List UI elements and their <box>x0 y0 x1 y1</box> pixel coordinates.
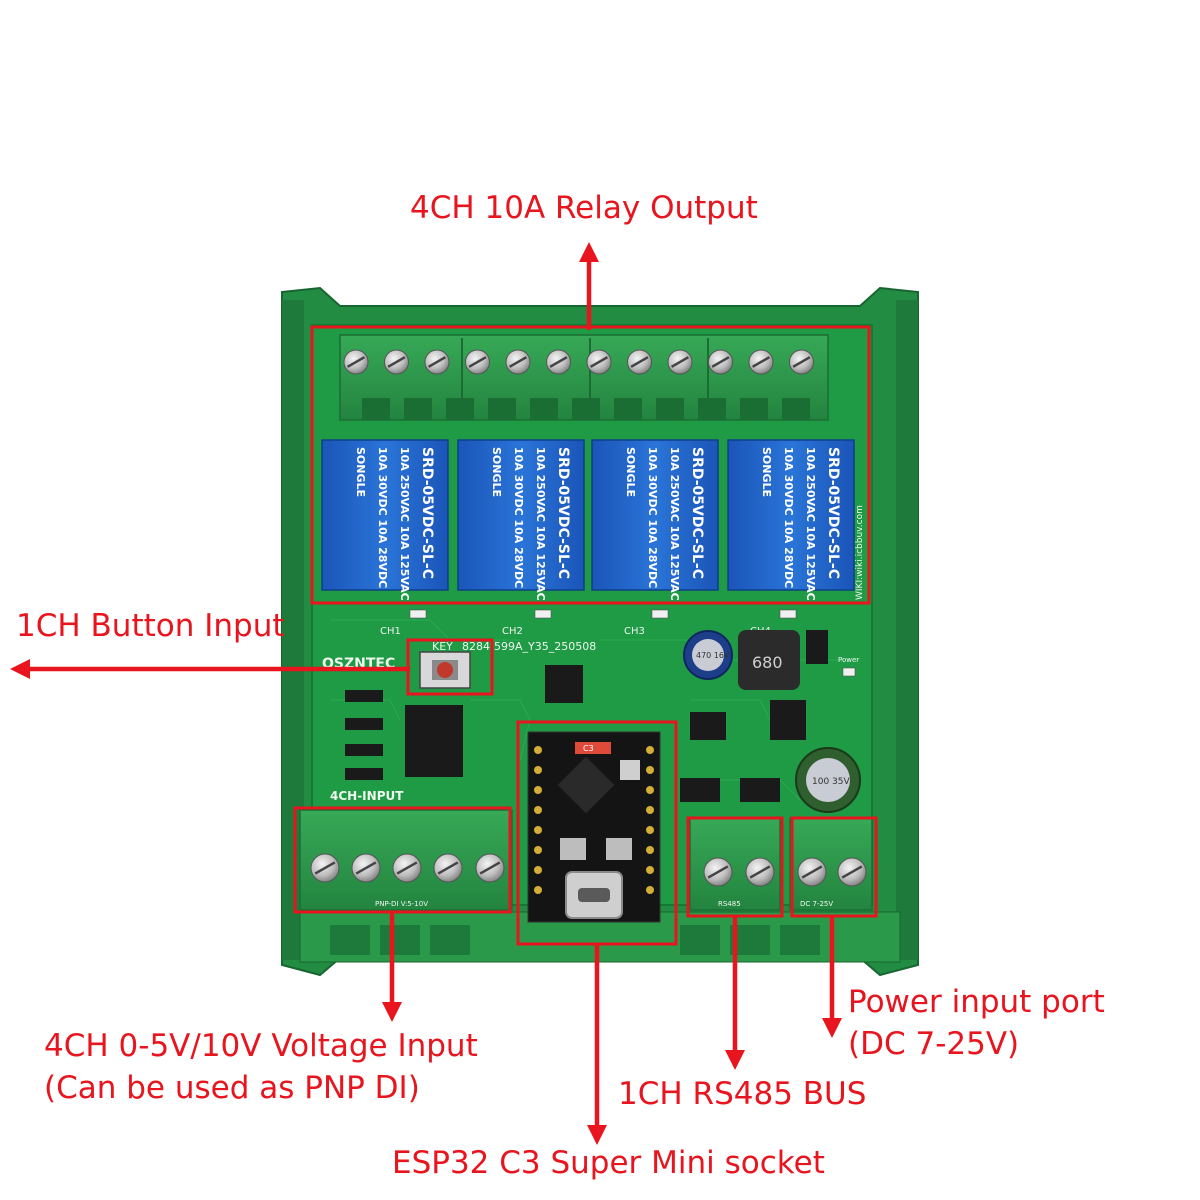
power-screw-1 <box>797 857 827 887</box>
rs485-silk-label: RS485 <box>718 900 741 908</box>
relay-3: SRD-05VDC-SL-C 10A 250VAC 10A 125VAC 10A 3… <box>591 439 719 601</box>
cap-small-value: 470 16V <box>696 651 730 660</box>
ic-chips <box>345 665 806 802</box>
inductor: 680 <box>738 630 828 690</box>
relay-4: SRD-05VDC-SL-C 10A 250VAC 10A 125VAC 10A 3… <box>727 439 855 601</box>
rs485-terminal-block <box>689 817 781 911</box>
power-led-label: Power <box>838 656 859 664</box>
power-input-line1: Power input port <box>848 984 1105 1020</box>
relay-2-marking-3: 10A 30VDC 10A 28VDC <box>512 447 525 588</box>
push-button <box>419 651 471 689</box>
rs485-arrowhead <box>725 1050 745 1070</box>
ch3-label: CH3 <box>624 626 645 637</box>
dc-silk-label: DC 7-25V <box>800 900 833 908</box>
input-screw-5 <box>475 853 505 883</box>
relay-4-marking-3: 10A 30VDC 10A 28VDC <box>782 447 795 588</box>
relay-screw-4 <box>465 349 490 375</box>
input-block-label: 4CH-INPUT <box>330 789 404 803</box>
relay-1-marking-3: 10A 30VDC 10A 28VDC <box>376 447 389 588</box>
button-arrowhead <box>10 659 30 679</box>
relays: SRD-05VDC-SL-C 10A 250VAC 10A 125VAC 10A 3… <box>321 439 865 601</box>
bottom-terminal-screws <box>310 853 867 887</box>
button-input-label: 1CH Button Input <box>16 608 285 644</box>
input-screw-3 <box>392 853 422 883</box>
power-input-label: Power input port (DC 7-25V) <box>848 982 1105 1066</box>
relay-terminal-screws <box>343 349 814 375</box>
relay-screw-8 <box>627 349 652 375</box>
relay-output-label: 4CH 10A Relay Output <box>410 190 758 226</box>
module-label: C3 <box>583 744 594 753</box>
power-input-line2: (DC 7-25V) <box>848 1025 1020 1062</box>
relay-1-marking-4: SONGLE <box>354 447 367 497</box>
wiki-silk: WIKI:wiki.icbbuv.com <box>855 505 865 600</box>
relay-terminal-blocks <box>339 334 829 421</box>
relay-2-marking-4: SONGLE <box>490 447 503 497</box>
esp32-module: C3 <box>527 731 661 923</box>
voltage-arrowhead <box>382 1002 402 1022</box>
input-screw-2 <box>351 853 381 883</box>
esp32-socket-label: ESP32 C3 Super Mini socket <box>392 1145 825 1181</box>
relay-screw-5 <box>505 349 531 375</box>
capacitor-small: 470 16V <box>683 630 733 680</box>
cap-large-value: 100 35V <box>812 777 850 787</box>
relay-1-marking-2: 10A 250VAC 10A 125VAC <box>398 447 411 601</box>
relay-screw-7 <box>586 349 612 375</box>
capacitor-large: 100 35V <box>795 747 861 813</box>
callout-arrows <box>10 242 842 1145</box>
pnp-di-label: PNP-DI V:5-10V <box>375 900 428 908</box>
inductor-value: 680 <box>752 653 783 672</box>
voltage-input-line2: (Can be used as PNP DI) <box>44 1069 420 1106</box>
relay-screw-10 <box>708 349 733 375</box>
relay-screw-3 <box>424 349 450 375</box>
relay-2: SRD-05VDC-SL-C 10A 250VAC 10A 125VAC 10A 3… <box>457 439 585 601</box>
input-screw-1 <box>310 853 340 883</box>
rs485-bus-label: 1CH RS485 BUS <box>618 1076 867 1112</box>
status-leds <box>409 609 856 677</box>
relay-4-marking-2: 10A 250VAC 10A 125VAC <box>804 447 817 601</box>
relay-screw-6 <box>546 349 571 375</box>
power-arrowhead <box>822 1018 842 1038</box>
relay-screw-2 <box>384 349 409 375</box>
relay-4-marking-4: SONGLE <box>760 447 773 497</box>
relay-screw-1 <box>343 349 369 375</box>
rs485-screw-1 <box>703 857 733 887</box>
model-code: 8284-599A_Y35_250508 <box>462 640 596 653</box>
relay-screw-9 <box>667 349 693 375</box>
key-label: KEY <box>432 640 453 653</box>
relay-screw-12 <box>789 349 814 375</box>
esp32-arrowhead <box>587 1125 607 1145</box>
voltage-input-label: 4CH 0-5V/10V Voltage Input (Can be used … <box>44 1026 478 1110</box>
relay-2-marking-1: SRD-05VDC-SL-C <box>555 447 571 579</box>
relay-4-marking-1: SRD-05VDC-SL-C <box>825 447 841 579</box>
relay-3-marking-2: 10A 250VAC 10A 125VAC <box>668 447 681 601</box>
relay-1-marking-1: SRD-05VDC-SL-C <box>419 447 435 579</box>
voltage-input-line1: 4CH 0-5V/10V Voltage Input <box>44 1028 478 1064</box>
rs485-screw-2 <box>745 857 775 887</box>
relay-3-marking-1: SRD-05VDC-SL-C <box>689 447 705 579</box>
voltage-input-highlight <box>293 806 512 914</box>
relay-1: SRD-05VDC-SL-C 10A 250VAC 10A 125VAC 10A 3… <box>321 439 449 601</box>
relay-3-marking-3: 10A 30VDC 10A 28VDC <box>646 447 659 588</box>
ch1-label: CH1 <box>380 626 401 637</box>
ch2-label: CH2 <box>502 626 523 637</box>
input-screw-4 <box>433 853 463 883</box>
relay-screw-11 <box>748 349 774 375</box>
relay-arrowhead <box>579 242 599 262</box>
relay-2-marking-2: 10A 250VAC 10A 125VAC <box>534 447 547 601</box>
relay-3-marking-4: SONGLE <box>624 447 637 497</box>
power-screw-2 <box>837 857 867 887</box>
